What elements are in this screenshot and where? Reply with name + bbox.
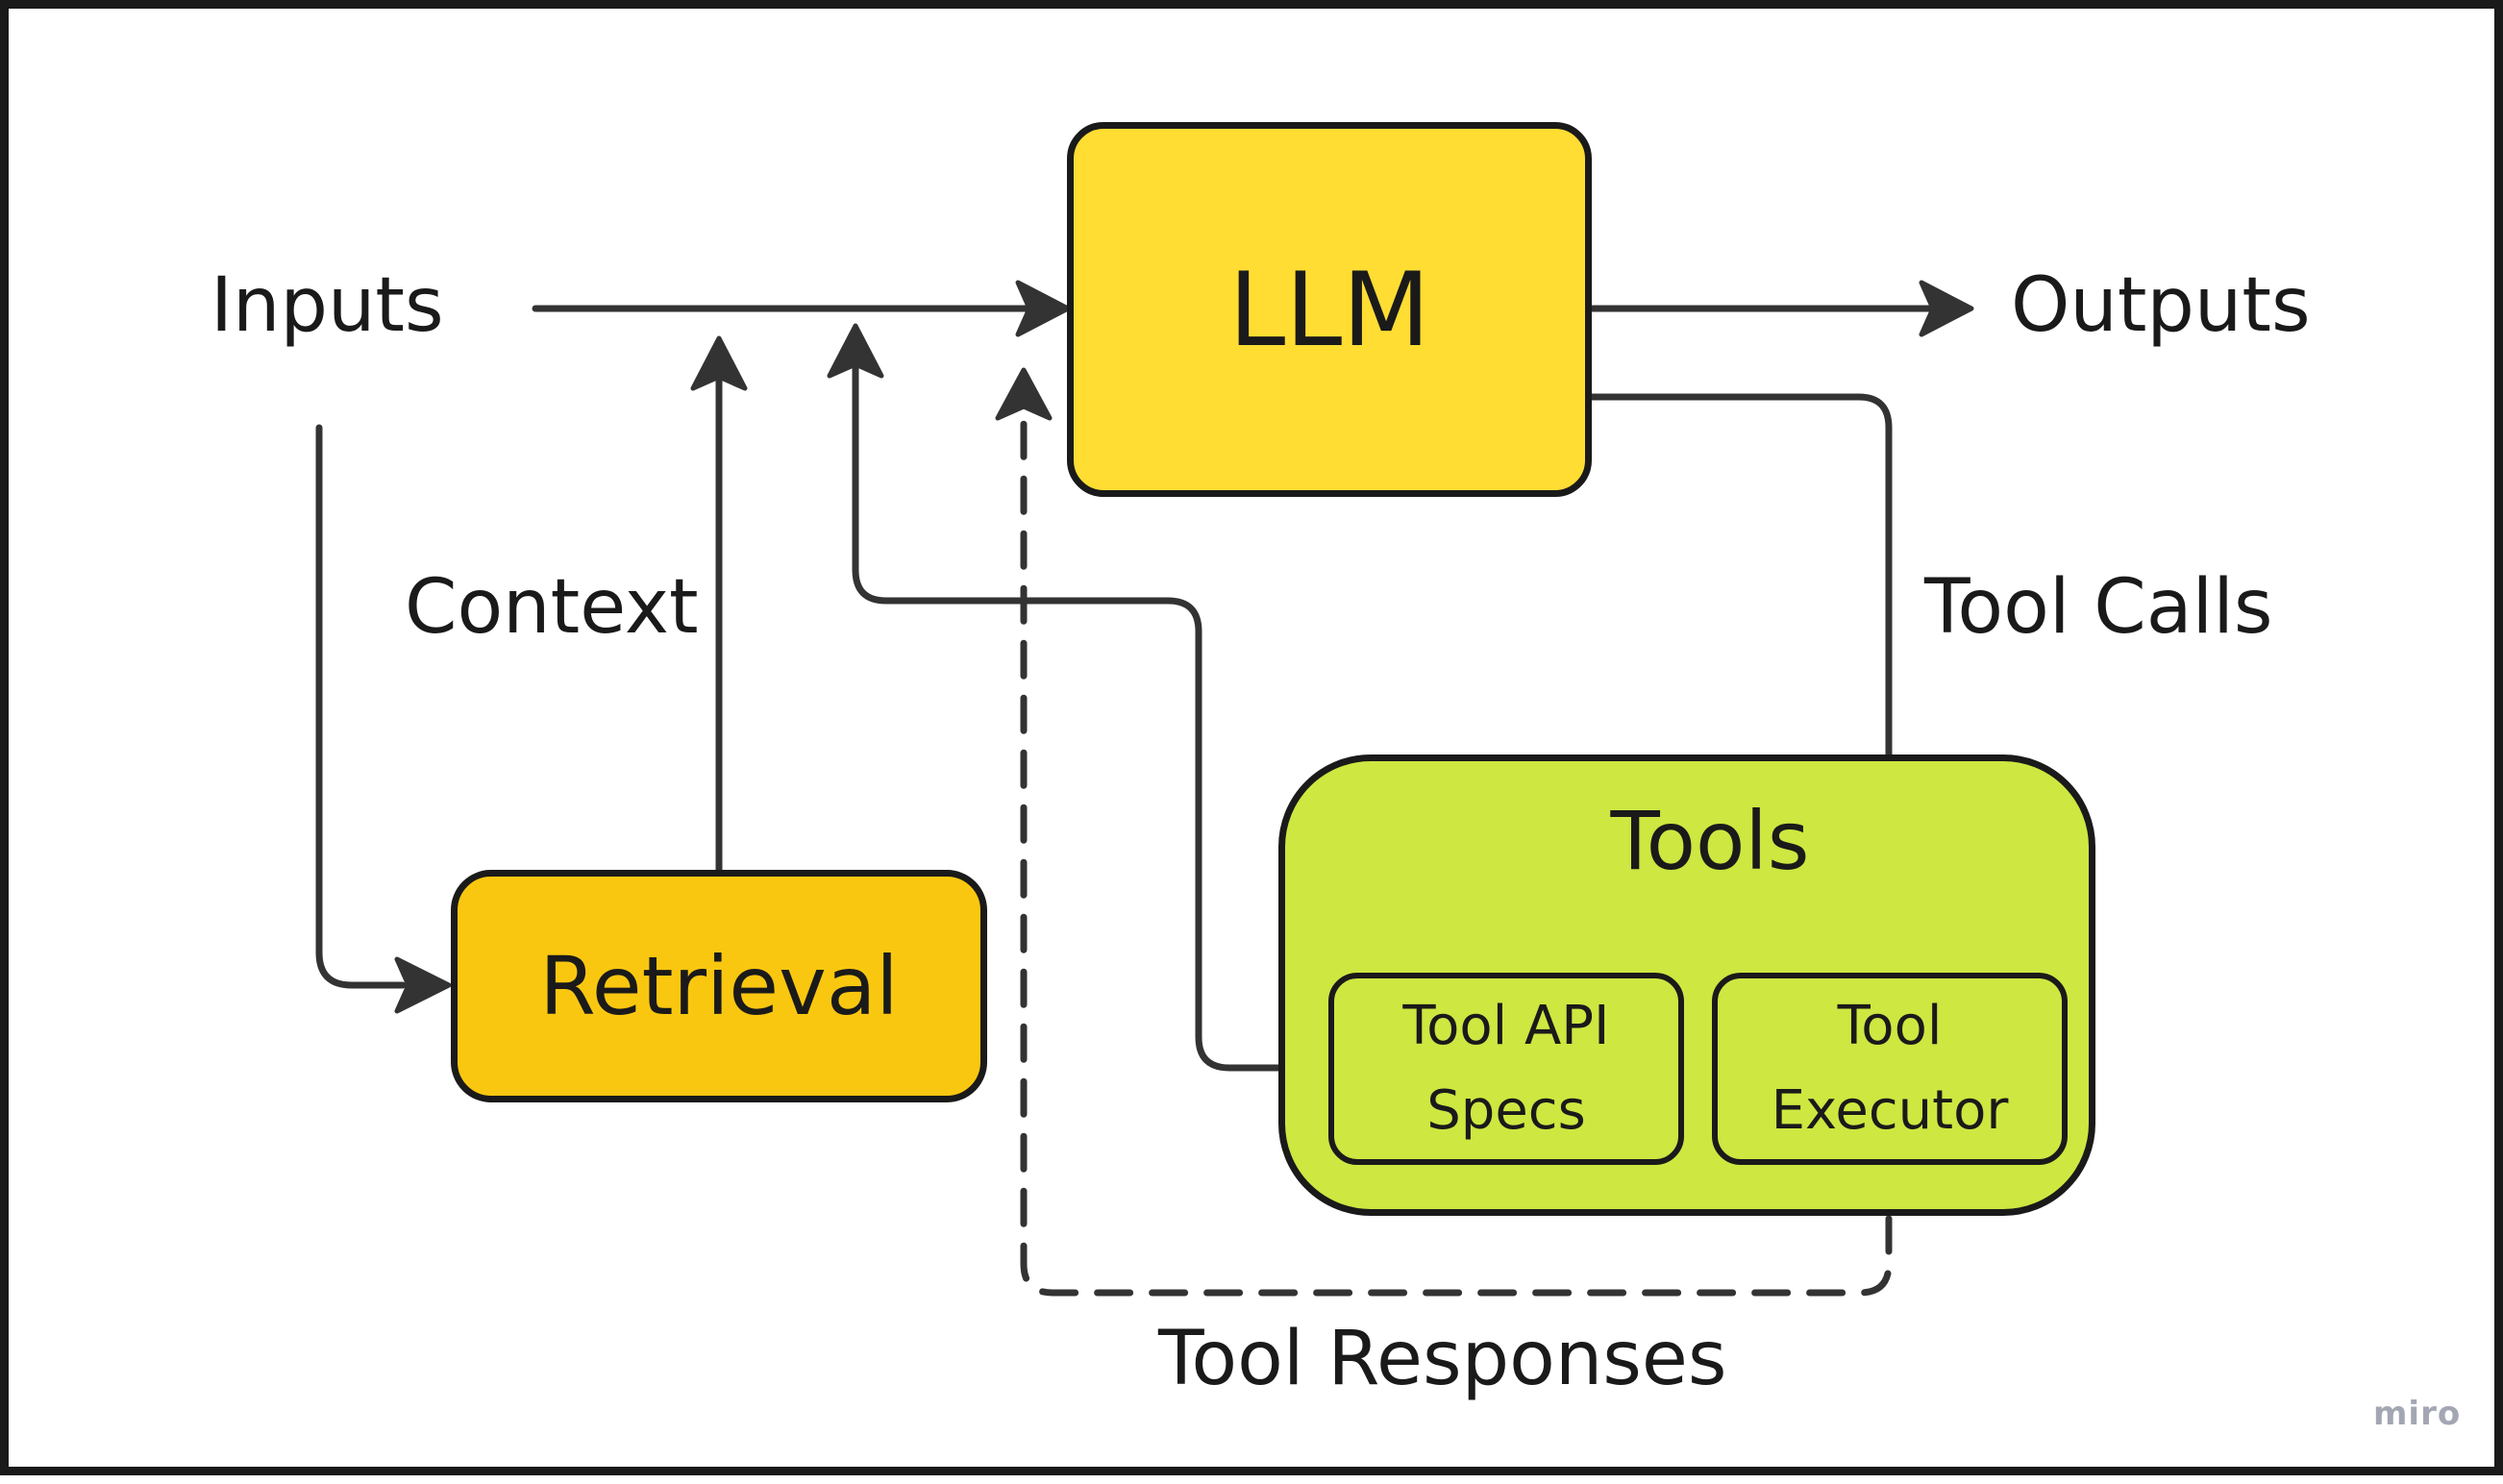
tools-label: Tools <box>1610 794 1810 888</box>
tool-calls-label: Tool Calls <box>1924 564 2273 651</box>
miro-watermark: miro <box>2373 1395 2462 1433</box>
tool-executor-line-2: Executor <box>1771 1079 2009 1142</box>
arrowhead-retrieval <box>394 956 452 1014</box>
edge-executor-to-llm <box>1020 399 1893 1297</box>
inputs-label: Inputs <box>211 262 444 349</box>
arrowhead-llm-input <box>1015 280 1071 337</box>
tool-executor-box: Tool Executor <box>1712 973 2068 1165</box>
edge-llm-to-executor <box>1588 393 1893 945</box>
retrieval-box: Retrieval <box>451 870 987 1102</box>
tool-executor-line-1: Tool <box>1837 995 1943 1057</box>
tool-api-specs-line-2: Specs <box>1426 1079 1586 1142</box>
arrowhead-context <box>690 335 748 391</box>
context-label: Context <box>405 564 699 651</box>
arrowhead-tool-responses <box>995 367 1053 421</box>
edge-specs-to-llm <box>852 346 1335 1072</box>
tool-responses-label: Tool Responses <box>1158 1316 1727 1402</box>
retrieval-label: Retrieval <box>539 939 899 1033</box>
llm-box: LLM <box>1067 122 1592 497</box>
arrowhead-outputs <box>1919 280 1974 337</box>
outputs-label: Outputs <box>2011 262 2311 349</box>
arrowhead-specs <box>827 323 884 379</box>
tool-api-specs-box: Tool API Specs <box>1328 973 1684 1165</box>
tool-api-specs-line-1: Tool API <box>1402 995 1610 1057</box>
edge-inputs-to-retrieval <box>315 424 407 989</box>
llm-label: LLM <box>1228 250 1430 369</box>
